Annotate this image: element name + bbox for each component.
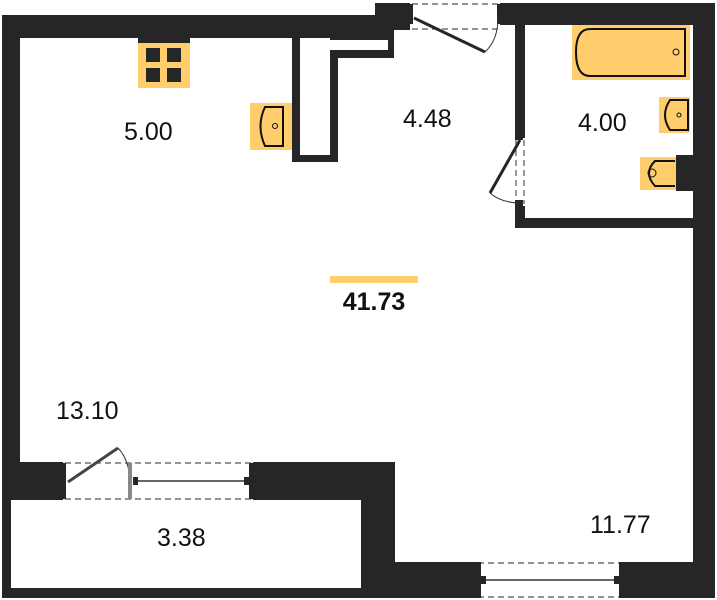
total-accent-bar — [330, 276, 418, 283]
bathroom-sink-icon — [659, 97, 690, 133]
total-area: 41.73 — [343, 288, 406, 316]
balcony-door — [62, 446, 254, 500]
shaft — [300, 38, 330, 155]
shaft-box — [330, 40, 388, 50]
kitchen-sink-icon — [250, 103, 292, 150]
room-balcony — [11, 500, 361, 588]
area-kitchen: 5.00 — [124, 118, 173, 146]
window-bottom — [477, 562, 623, 598]
bathtub-icon — [572, 25, 690, 80]
stove-icon — [138, 38, 190, 88]
area-bathroom: 4.00 — [578, 109, 627, 137]
area-living-left: 13.10 — [56, 397, 119, 425]
area-living-right: 11.77 — [590, 511, 651, 539]
entrance-door — [408, 3, 502, 54]
area-balcony: 3.38 — [157, 524, 206, 552]
toilet-icon — [640, 155, 693, 191]
bathroom-door — [488, 134, 525, 206]
area-hallway: 4.48 — [403, 105, 452, 133]
